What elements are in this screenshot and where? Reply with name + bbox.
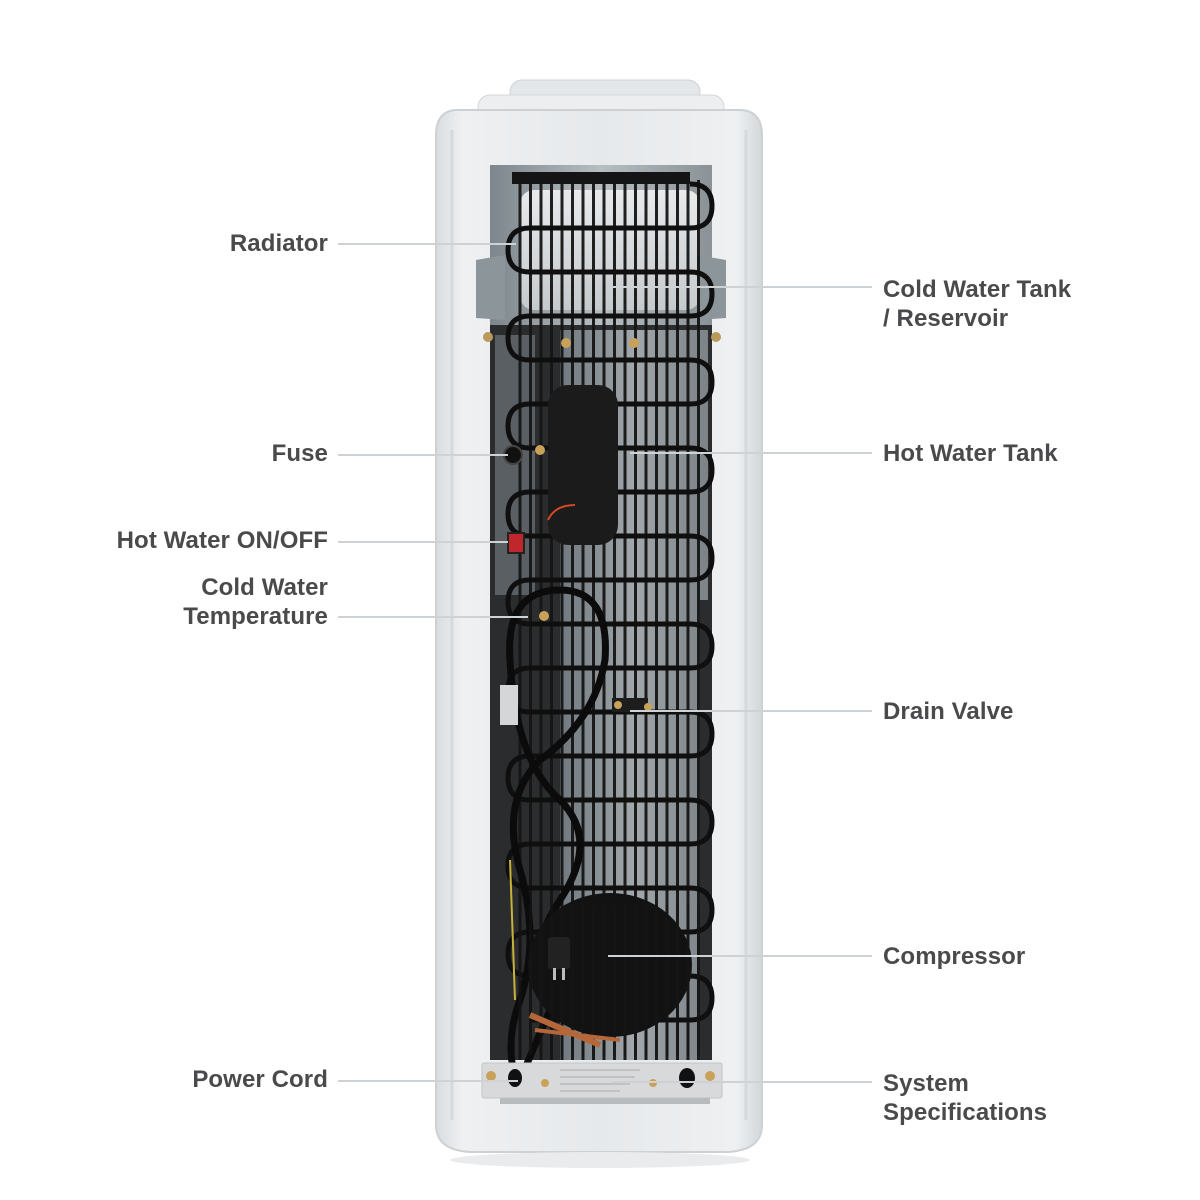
leader-line-hot-water-switch [338, 541, 508, 543]
callout-text: Hot Water Tank [883, 440, 1058, 467]
drain-valve [612, 698, 648, 712]
leader-line-hot-water-tank [630, 452, 872, 454]
callout-hot-water-tank: Hot Water Tank [883, 439, 1058, 468]
callout-text: Temperature [183, 603, 328, 630]
callout-text: Power Cord [192, 1066, 328, 1093]
callout-text: Radiator [229, 230, 328, 257]
leader-line-drain-valve [630, 710, 872, 712]
callout-text: Drain Valve [883, 698, 1014, 725]
callout-text: System [883, 1070, 969, 1097]
callout-fuse: Fuse [272, 439, 328, 468]
hot-water-switch [507, 532, 525, 554]
callout-text: Cold Water Tank [883, 276, 1072, 303]
callout-radiator: Radiator [230, 229, 328, 258]
callout-cold-water-tank: Cold Water Tank / Reservoir [883, 275, 1071, 333]
callout-hot-water-switch: Hot Water ON/OFF [117, 526, 328, 555]
callout-text: / Reservoir [883, 305, 1009, 332]
callout-power-cord: Power Cord [192, 1065, 328, 1094]
callout-text: Fuse [271, 440, 328, 467]
callout-text: Compressor [883, 943, 1026, 970]
leader-line-power-cord [338, 1080, 518, 1082]
callout-compressor: Compressor [883, 942, 1025, 971]
leader-line-radiator [338, 243, 516, 245]
callout-system-specifications: System Specifications [883, 1069, 1047, 1127]
callout-text: Specifications [883, 1099, 1048, 1126]
leader-line-cold-water-temperature [338, 616, 528, 618]
callout-cold-water-temperature: Cold Water Temperature [183, 573, 328, 631]
callout-text: Cold Water [201, 574, 328, 601]
leader-line-fuse [338, 454, 508, 456]
callout-drain-valve: Drain Valve [883, 697, 1014, 726]
leader-line-system-specifications [612, 1081, 872, 1083]
leader-line-compressor [608, 955, 872, 957]
callout-text: Hot Water ON/OFF [116, 527, 328, 554]
leader-line-cold-water-tank [610, 286, 872, 288]
